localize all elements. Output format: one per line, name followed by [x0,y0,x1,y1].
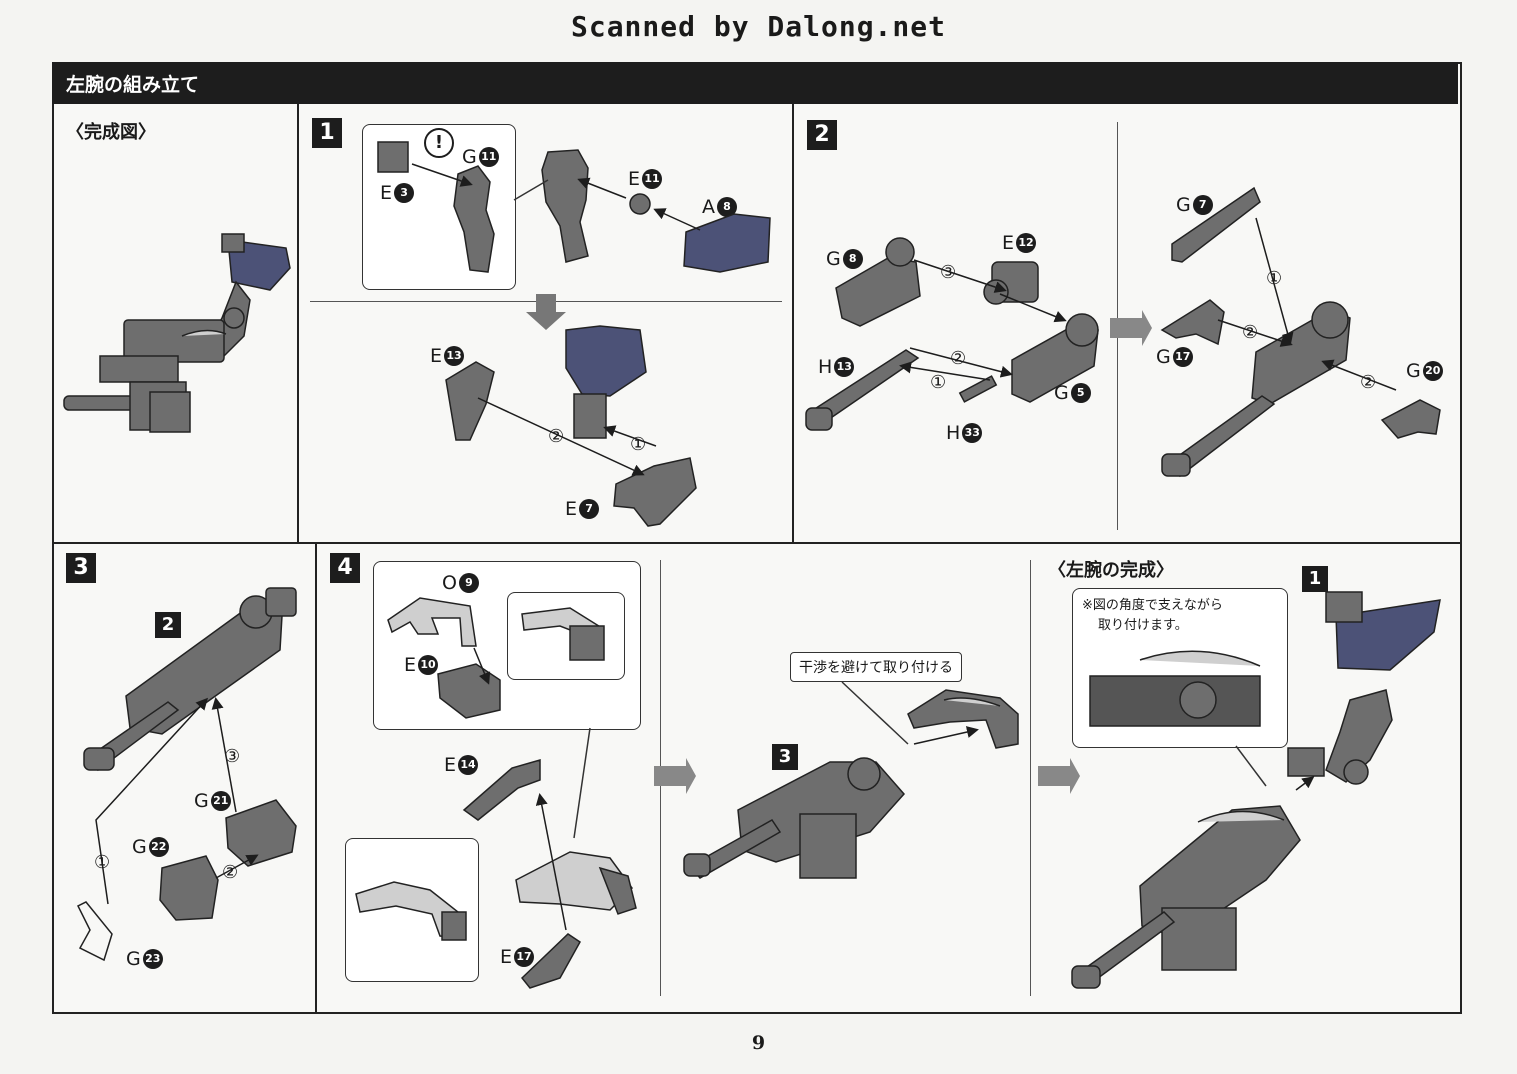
step2-illustration [805,237,1099,431]
detail-subinset [507,592,625,680]
completed-diagram-label: 〈完成図〉 [66,122,156,143]
next-arrow [1110,310,1152,346]
step-ref-3: 3 [772,744,798,770]
order-mark-2: ② [548,426,565,447]
page-header: 左腕の組み立て [52,62,1458,104]
avoid-interference-callout: 干渉を避けて取り付ける [790,652,962,682]
step-badge-3: 3 [66,553,96,583]
page-title: 左腕の組み立て [66,74,200,96]
divider [315,542,317,1012]
divider [792,104,794,542]
order-mark-2: ② [950,348,967,369]
step-badge-2: 2 [807,120,837,150]
step3-illustration [76,587,297,962]
order-mark-1: ① [930,372,947,393]
left-arm-complete-illustration [1071,591,1441,989]
step2-result-illustration [1160,186,1441,478]
step-badge-4: 4 [330,553,360,583]
order-mark-1: ① [630,434,647,455]
step-ref-2: 2 [155,612,181,638]
step4-illustration [355,597,637,989]
angle-note-line1: ※図の角度で支えながら [1082,598,1223,613]
order-mark-3: ③ [940,262,957,283]
order-mark-2: ② [1242,322,1259,343]
order-mark-3: ③ [224,746,241,767]
step1-illustration [377,141,771,527]
completed-arm-illustration [63,233,291,433]
watermark: Scanned by Dalong.net [570,10,946,43]
order-mark-1: ① [1266,268,1283,289]
caution-icon: ! [424,128,454,158]
step4-result-illustration [683,689,1019,879]
divider [52,542,1460,544]
step-ref-1: 1 [1302,566,1328,592]
divider [1030,560,1031,996]
page-number: 9 [751,1032,766,1054]
left-arm-completed-label: 〈左腕の完成〉 [1048,560,1174,581]
next-arrow [654,758,696,794]
next-arrow [1038,758,1080,794]
step-badge-1: 1 [312,118,342,148]
divider [297,104,299,542]
angle-note-line2: 取り付けます。 [1098,618,1188,633]
